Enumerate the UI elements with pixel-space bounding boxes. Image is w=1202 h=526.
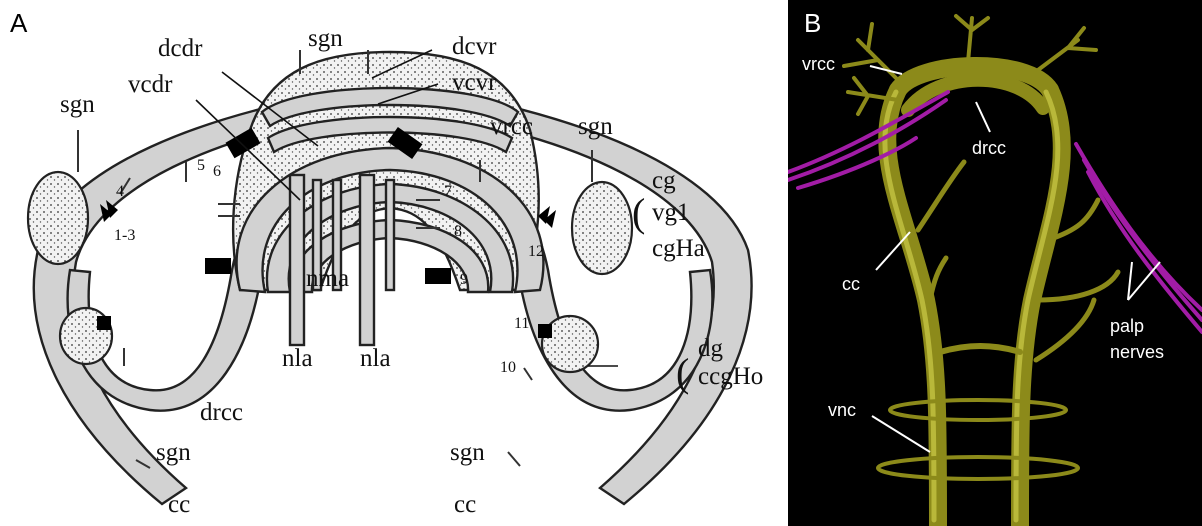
- label-vg1: vg1: [652, 199, 690, 226]
- branch: [956, 16, 988, 62]
- panel-b-render: vrcc drcc cc palp nerves vnc: [788, 0, 1202, 526]
- label-b-vrcc: vrcc: [802, 54, 835, 74]
- label-cg: cg: [652, 167, 676, 194]
- panel-letter-b: B: [804, 8, 821, 39]
- nerve-number: 7: [444, 183, 452, 200]
- label-sgn-top: sgn: [308, 25, 343, 52]
- panel-letter-a: A: [10, 8, 27, 39]
- pointer-vnc: [872, 416, 930, 452]
- sgn-stub: [508, 452, 520, 466]
- nerve-number: 6: [213, 163, 221, 180]
- nerve-number: 9: [460, 271, 468, 288]
- pointer-palp-2: [1128, 262, 1160, 300]
- branch: [1038, 272, 1118, 300]
- nerve-number: 4: [116, 183, 124, 200]
- dorsal-root-arch: [908, 80, 1043, 110]
- right-cerebral-ganglion: [572, 182, 632, 274]
- label-nla-left: nla: [282, 345, 313, 372]
- pointer-palp-1: [1128, 262, 1132, 300]
- label-b-cc: cc: [842, 274, 860, 294]
- ring-nerve: [890, 400, 1066, 420]
- branch: [930, 258, 946, 300]
- label-vcvr: vcvr: [452, 69, 497, 96]
- commissure: [940, 346, 1020, 352]
- label-vrcc: vrcc: [490, 113, 533, 140]
- attachment-mark: [538, 206, 556, 228]
- label-nma: nma: [306, 265, 349, 292]
- nerve-number: 1-3: [114, 227, 135, 244]
- panel-a: sgn dcdr vcdr dcvr vcvr sgn vrcc sgn ( c…: [0, 0, 788, 526]
- attachment-mark: [97, 316, 111, 330]
- attachment-mark: [538, 324, 552, 338]
- label-vcdr: vcdr: [128, 71, 173, 98]
- nerve-number: 12: [528, 243, 544, 260]
- label-nla-right: nla: [360, 345, 391, 372]
- label-b-palp: palp: [1110, 316, 1144, 336]
- label-sgn-bottom-right: sgn: [450, 439, 485, 466]
- paren-lower: (: [676, 350, 689, 395]
- nla-left-nerve: [290, 175, 304, 345]
- branch: [918, 162, 964, 230]
- nma-nerve-3: [386, 180, 394, 290]
- left-cerebral-ganglion: [28, 172, 88, 264]
- label-cc-right: cc: [454, 491, 476, 518]
- label-sgn-right: sgn: [578, 113, 613, 140]
- nla-right-nerve: [360, 175, 374, 345]
- attachment-mark: [205, 258, 231, 274]
- label-ccgHo: ccgHo: [698, 363, 763, 390]
- label-dcdr: dcdr: [158, 35, 203, 62]
- label-dg: dg: [698, 335, 724, 362]
- label-b-nerves: nerves: [1110, 342, 1164, 362]
- palp-nerve-left: [788, 92, 948, 172]
- branch: [1038, 28, 1096, 70]
- paren-upper: (: [632, 190, 645, 235]
- label-cgHa: cgHa: [652, 235, 705, 262]
- nerve-number: 5: [197, 157, 205, 174]
- label-sgn-left: sgn: [60, 91, 95, 118]
- label-b-drcc: drcc: [972, 138, 1006, 158]
- branch: [1036, 300, 1094, 360]
- nerve-number: 10: [500, 359, 516, 376]
- attachment-mark: [425, 268, 451, 284]
- label-drcc: drcc: [200, 399, 243, 426]
- side-nerve: [524, 368, 532, 380]
- panel-a-diagram: sgn dcdr vcdr dcvr vcvr sgn vrcc sgn ( c…: [0, 0, 788, 526]
- label-sgn-bottom-left: sgn: [156, 439, 191, 466]
- ring-nerve: [878, 457, 1078, 479]
- palp-nerve-right: [1076, 144, 1202, 310]
- panel-b: vrcc drcc cc palp nerves vnc: [788, 0, 1202, 526]
- label-cc-left: cc: [168, 491, 190, 518]
- label-dcvr: dcvr: [452, 33, 497, 60]
- pointer-drcc: [976, 102, 990, 132]
- palp-nerve-left: [788, 100, 946, 180]
- label-b-vnc: vnc: [828, 400, 856, 420]
- nerve-number: 8: [454, 223, 462, 240]
- nerve-number: 11: [514, 315, 529, 332]
